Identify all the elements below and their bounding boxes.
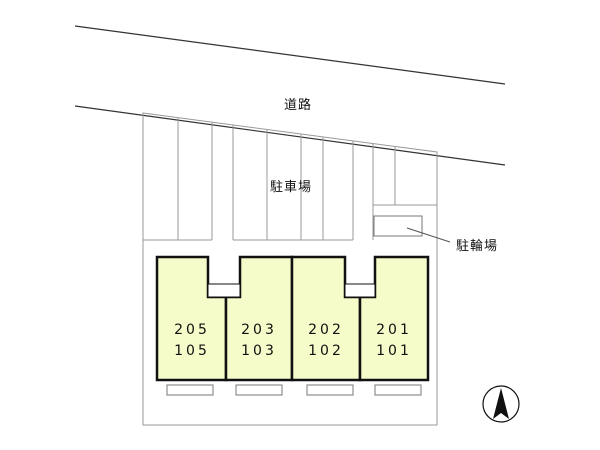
unit-201	[358, 255, 430, 382]
unit-upper-203: 203	[241, 322, 277, 338]
unit-lower-103: 103	[241, 343, 277, 359]
north-arrow-icon	[482, 385, 520, 423]
road-label: 道路	[284, 98, 313, 113]
unit-202	[290, 255, 362, 382]
unit-upper-205: 205	[174, 322, 210, 338]
stair-landing-1	[207, 283, 241, 298]
bicycle-parking-label: 駐輪場	[456, 239, 499, 254]
unit-upper-202: 202	[308, 322, 344, 338]
road-edge-north	[74, 25, 506, 85]
parking-label: 駐車場	[270, 180, 313, 195]
unit-203	[224, 255, 294, 382]
bicycle-parking-leader	[406, 227, 451, 243]
unit-lower-101: 101	[376, 343, 412, 359]
stair-landing-2	[344, 283, 376, 298]
bicycle-parking-area	[373, 215, 423, 237]
parking-stalls	[142, 113, 437, 241]
road-edge-south	[74, 105, 506, 166]
unit-205	[155, 255, 228, 382]
building	[155, 255, 430, 382]
unit-lower-105: 105	[174, 343, 210, 359]
site-boundary	[142, 112, 438, 426]
unit-lower-102: 102	[308, 343, 344, 359]
unit-upper-201: 201	[376, 322, 412, 338]
unit-pads	[166, 384, 422, 396]
